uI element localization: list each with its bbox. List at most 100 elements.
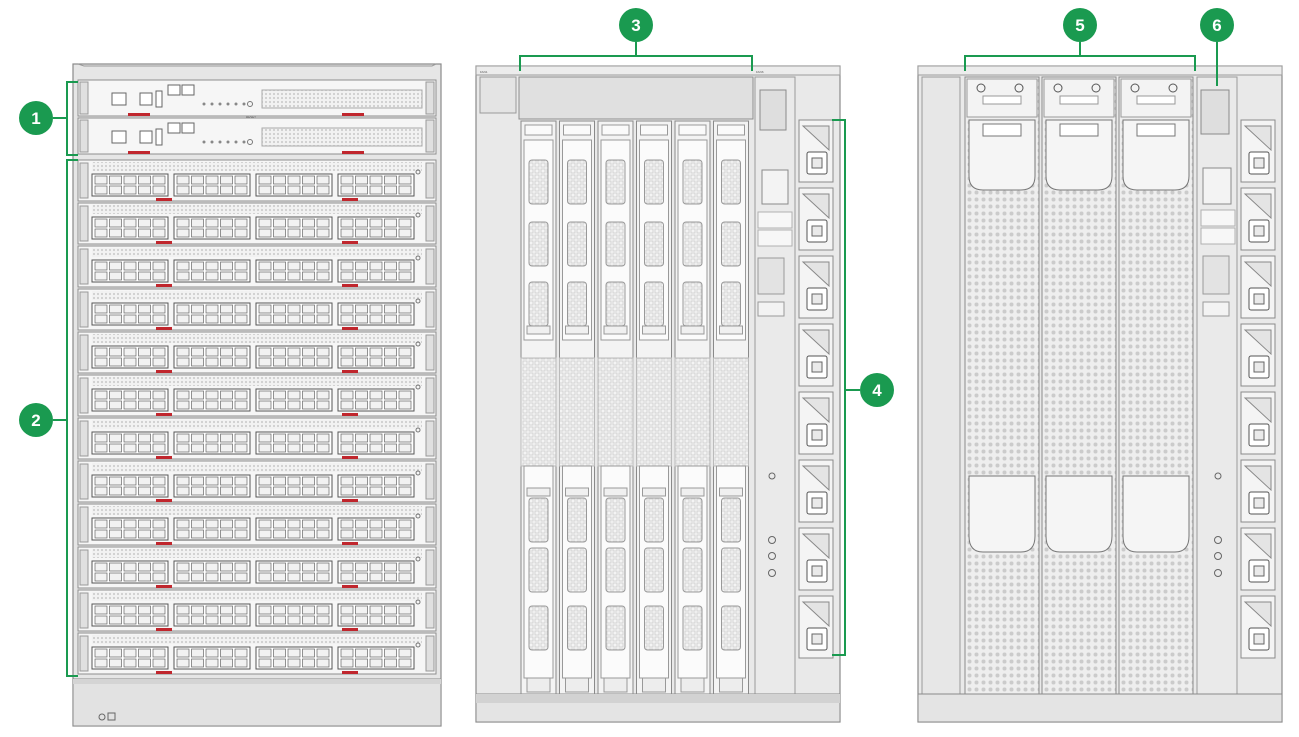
lpu-port [109,519,122,529]
lpu-red-tab [156,542,172,545]
lpu-port [176,175,190,185]
lpu-ejector-left [79,463,89,500]
callout-1-number: 1 [31,109,40,128]
ground-terminal-icon [768,569,776,577]
lpu-port [138,648,151,658]
fan-tray-label [1136,95,1176,105]
lpu-port [287,400,301,410]
mpu-mgmt-port [139,92,153,106]
lpu-ejector-left [79,334,89,371]
lpu-port [234,218,248,228]
lpu-port [398,400,412,410]
lpu-port [302,400,315,410]
lpu-port [234,572,248,582]
lpu-port [234,400,248,410]
fabric-handle-bottom [603,677,628,693]
lpu-port [123,304,137,314]
lpu-port [176,347,190,357]
lpu-port [205,562,219,572]
fan-tray-lower-handle [968,475,1036,553]
lpu-port [138,562,151,572]
fabric-grill [605,159,626,205]
callout-2-bracket [53,159,78,677]
fabric-module [674,120,711,695]
lpu-port [205,605,219,615]
callout-1: 1 [19,81,78,156]
lpu-port [191,390,204,400]
lpu-port [355,400,368,410]
lpu-port [123,271,137,281]
lpu-port [94,648,108,658]
lpu-port [302,304,315,314]
lpu-port [205,185,219,195]
lpu-port [152,486,166,496]
lpu-top-vent [92,549,422,558]
callout-1-badge [19,101,53,135]
lpu-port [152,271,166,281]
fabric-module [559,120,595,695]
lpu-ejector-right [425,463,435,500]
lpu-port [234,390,248,400]
fan-screw-icon [1014,83,1024,93]
lpu-port [273,658,286,668]
lpu-port [316,261,330,271]
fabric-grill [644,605,664,651]
callout-2-number: 2 [31,411,40,430]
reset-button [247,101,253,107]
lpu-ejector-right [425,549,435,586]
lpu-port [273,185,286,195]
lpu-port [316,476,330,486]
lpu-port [316,648,330,658]
lpu-top-vent [92,162,422,171]
lpu-port [191,476,204,486]
lpu-port [176,185,190,195]
mpu-usb-port [155,90,163,108]
lpu-port [340,615,354,625]
lpu-port [355,185,368,195]
lpu-port [109,443,122,453]
mpu-ejector-left [79,81,89,115]
lpu-port [138,347,151,357]
lpu-module [77,331,437,374]
lpu-port [302,443,315,453]
lpu-port [109,648,122,658]
psu-handle [1243,193,1272,220]
lpu-port [355,433,368,443]
lpu-red-tab [342,241,358,244]
lpu-port [340,228,354,238]
lpu-port [94,218,108,228]
lpu-port [316,658,330,668]
power-module [798,323,834,387]
fabric-module [636,120,672,695]
callout-1-bracket [53,81,78,156]
lpu-port [355,648,368,658]
lpu-port [234,228,248,238]
rear-latch [1200,89,1230,135]
lpu-port [398,175,412,185]
lpu-port [340,486,354,496]
fan-tray-label [982,95,1022,105]
psu-socket [1253,293,1265,305]
lpu-port [287,615,301,625]
lpu-port [384,486,397,496]
lpu-port [123,658,137,668]
lpu-port [220,347,233,357]
ground-terminal-icon [1214,569,1222,577]
lpu-port [398,271,412,281]
mpu-module [77,79,437,117]
callout-5-badge [1063,8,1097,42]
lpu-port [109,658,122,668]
power-module [1240,459,1276,523]
lpu-port [205,476,219,486]
callout-3: 3 [519,8,753,71]
fabric-slot-label-left: FAN1 [480,70,488,74]
power-module [1240,187,1276,251]
lpu-red-tab [156,413,172,416]
lpu-port [355,314,368,324]
lpu-port [152,605,166,615]
lpu-port [258,261,272,271]
lpu-red-tab [342,284,358,287]
fabric-grill [605,221,626,267]
lpu-port [302,175,315,185]
